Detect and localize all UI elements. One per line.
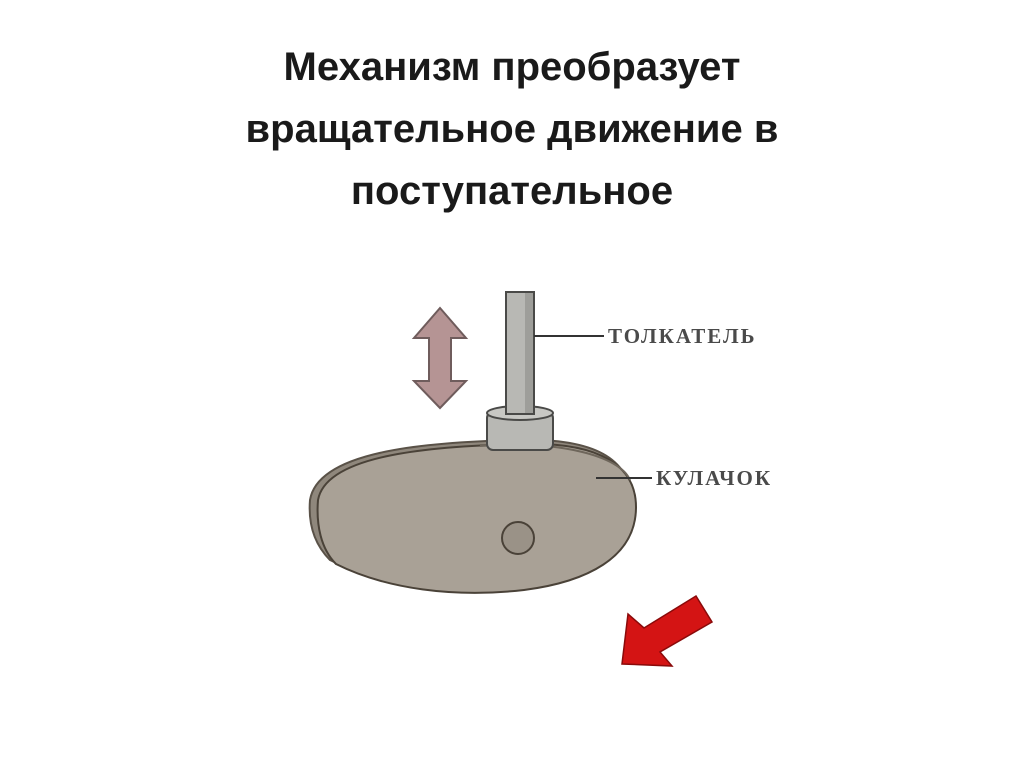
title-line-1: Механизм преобразует	[283, 45, 741, 89]
title-line-2: вращательное движение в	[245, 107, 779, 151]
cam-label: КУЛАЧОК	[656, 466, 772, 490]
slide-title: Механизм преобразует вращательное движен…	[0, 36, 1024, 222]
title-line-3: поступательное	[350, 169, 674, 213]
rotation-direction-arrow	[621, 594, 714, 667]
cam-shaft-hole	[501, 521, 535, 555]
reciprocating-motion-arrow	[411, 306, 469, 410]
follower-label: ТОЛКАТЕЛЬ	[608, 324, 756, 348]
cam-disk	[316, 442, 638, 594]
follower-rod-shade	[525, 293, 533, 413]
